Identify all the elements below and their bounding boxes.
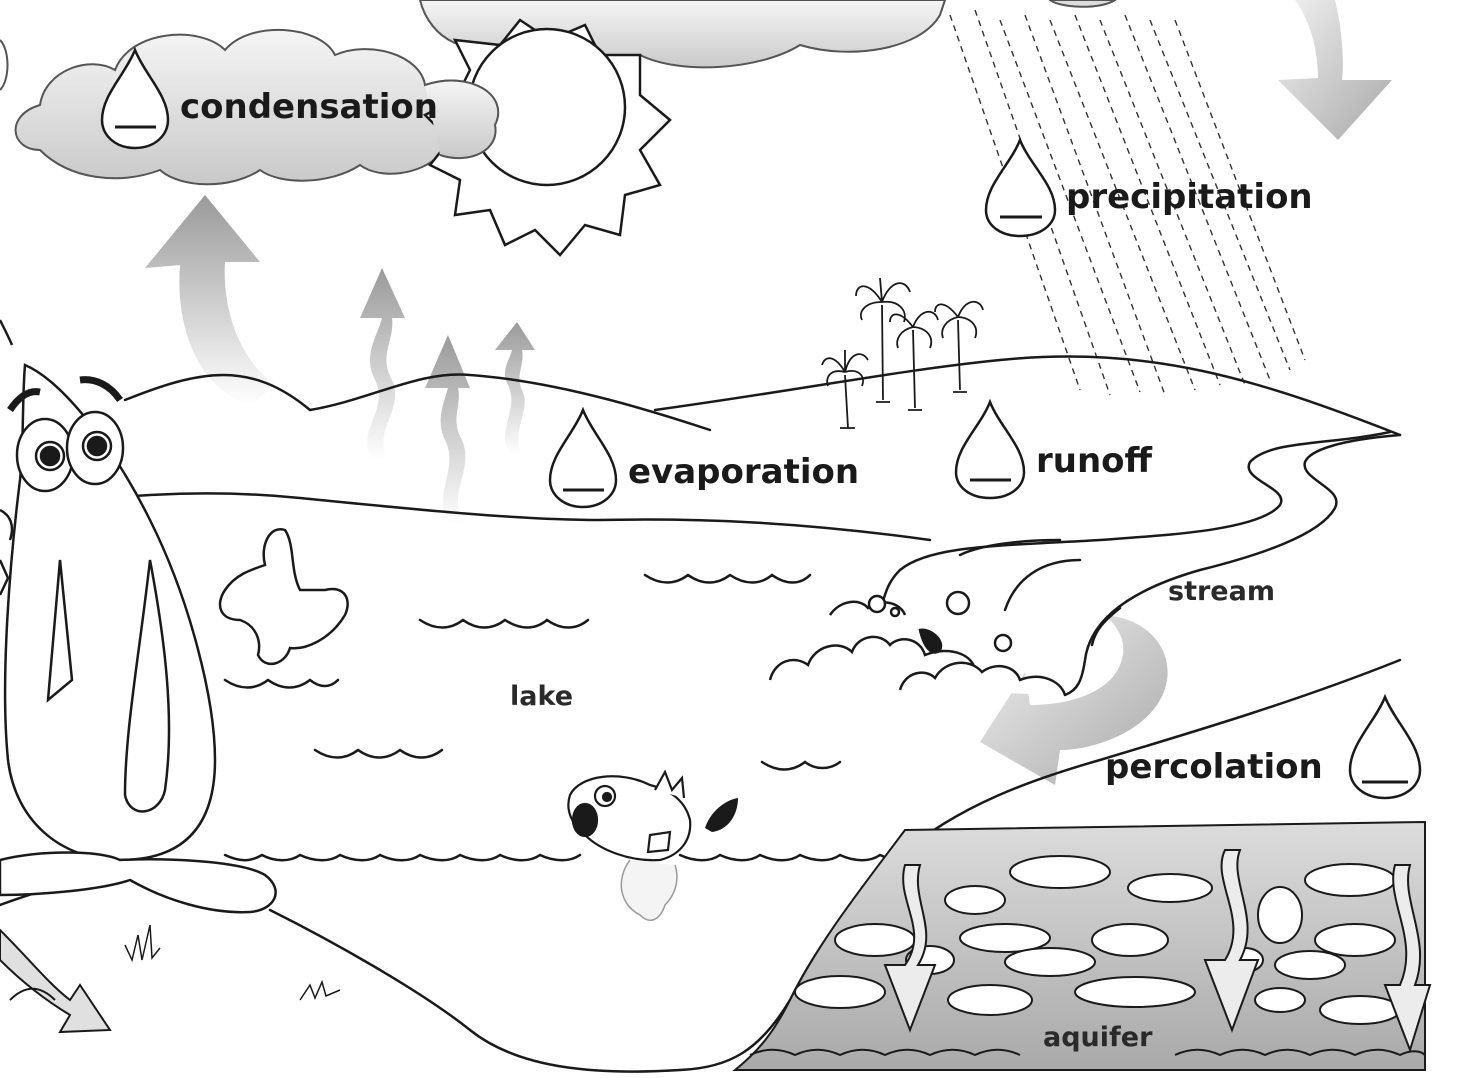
droplet-blank-icon[interactable] <box>100 46 170 150</box>
palm-trees <box>821 277 984 429</box>
left-edge-cloud <box>0 39 9 91</box>
droplet-blank-icon[interactable] <box>548 406 618 509</box>
bottom-left-arrow <box>0 928 112 1034</box>
palm-tree <box>855 277 911 403</box>
stream-splash <box>768 590 1067 696</box>
palm-tree <box>934 300 984 393</box>
droplet-blank-icon[interactable] <box>984 136 1057 238</box>
label-evaporation: evaporation <box>548 406 859 509</box>
percolation-arrow <box>980 615 1168 785</box>
stream-label: stream <box>1168 576 1275 607</box>
back-hill <box>123 373 712 432</box>
aquifer-percolation-arrows <box>883 849 1432 1054</box>
condensation-label: condensation <box>180 87 438 127</box>
runoff-label: runoff <box>1036 441 1153 481</box>
aquifer-rocks <box>794 855 1401 1025</box>
aquifer-ground <box>732 820 1432 1071</box>
precipitation-arrow <box>1278 0 1392 140</box>
droplet-blank-icon[interactable] <box>1348 693 1422 800</box>
percolation-label: percolation <box>1105 747 1323 787</box>
splash-droplet <box>918 628 943 654</box>
label-runoff: runoff <box>954 398 1153 500</box>
lake-waves <box>223 573 842 771</box>
lake-label: lake <box>510 681 573 712</box>
stream-left-bank <box>878 430 1392 612</box>
fish-droplet <box>705 798 738 832</box>
grass-tufts <box>124 924 341 1001</box>
label-precipitation: precipitation <box>984 136 1313 238</box>
top-right-cloud <box>1048 0 1117 8</box>
condensation-arrow <box>145 195 275 405</box>
aquifer-label: aquifer <box>1043 1022 1153 1053</box>
label-percolation: percolation <box>1105 693 1422 800</box>
droplet-blank-icon[interactable] <box>954 398 1026 500</box>
mascot-feet <box>0 851 277 914</box>
palm-tree <box>821 350 869 429</box>
lake-far-shore <box>18 492 932 542</box>
aquifer-water-waves <box>749 1048 1426 1057</box>
mascot-hand <box>218 528 349 666</box>
sun <box>422 18 672 257</box>
lake-near-shore <box>223 853 582 862</box>
fish-mouth <box>571 802 599 838</box>
label-condensation: condensation <box>100 46 438 150</box>
stream-right-bank <box>1063 433 1402 697</box>
flow-arrows <box>0 0 1392 1034</box>
mascot-character <box>0 319 349 914</box>
fish <box>567 769 738 921</box>
precipitation-label: precipitation <box>1066 177 1313 217</box>
evaporation-arrows <box>360 268 535 525</box>
evaporation-label: evaporation <box>628 452 859 492</box>
palm-tree <box>889 310 939 411</box>
